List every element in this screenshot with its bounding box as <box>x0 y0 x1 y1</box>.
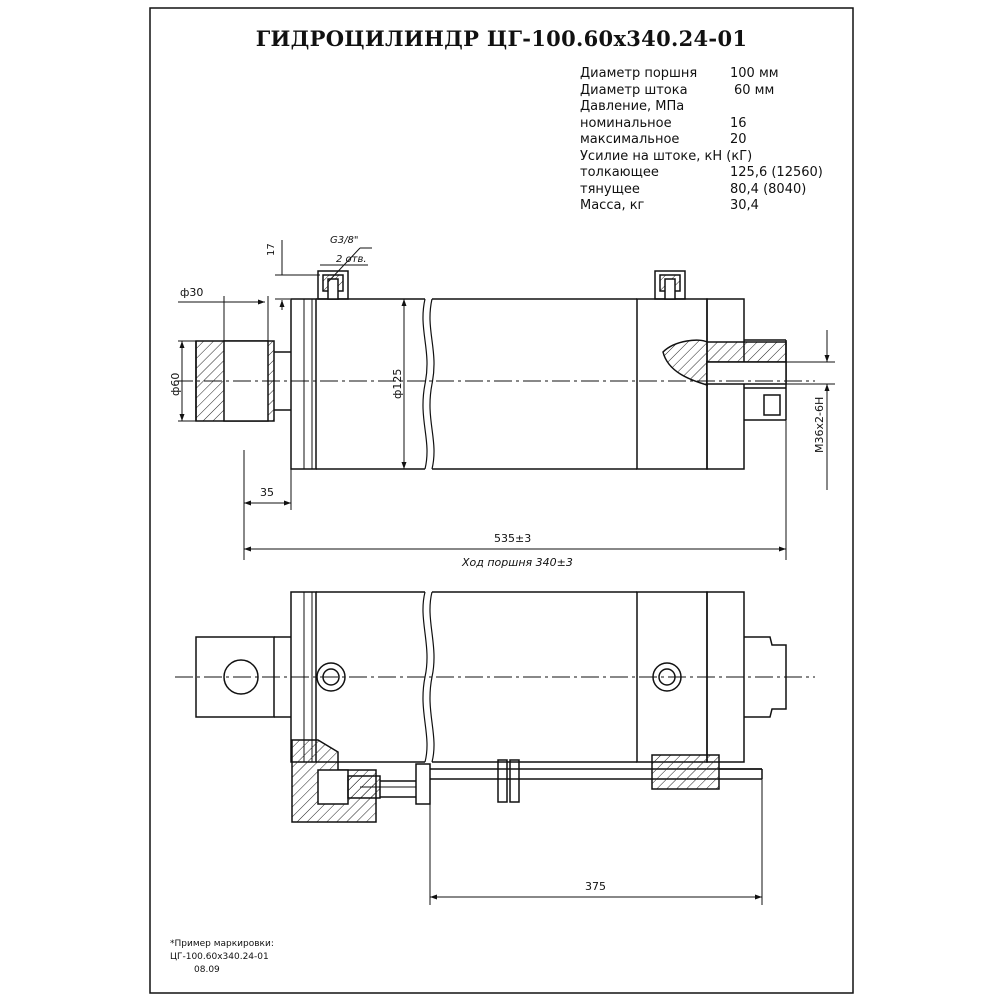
spec-value: 20 <box>730 132 747 147</box>
spec-label: Давление, МПа <box>580 99 685 114</box>
eye-offset-label: 35 <box>260 486 274 499</box>
cylinder-barrel <box>316 298 637 470</box>
eye-diameter-label: ф60 <box>169 373 182 396</box>
spec-label: Усилие на штоке, кН (кГ) <box>580 148 753 164</box>
marking-note-heading: *Пример маркировки: <box>170 939 274 949</box>
marking-note-date: 08.09 <box>194 965 220 975</box>
body-diameter-label: ф125 <box>391 369 404 399</box>
rod-thread-label: M36х2-6H <box>813 397 826 453</box>
spec-label: толкающее <box>580 165 659 180</box>
spec-label: Диаметр штока <box>580 82 688 98</box>
top-dimensions <box>178 240 835 560</box>
drawing-title: ГИДРОЦИЛИНДР ЦГ-100.60х340.24-01 <box>255 26 748 51</box>
spec-value: 60 мм <box>734 82 775 98</box>
spec-label: Масса, кг <box>580 198 645 213</box>
bottom-view <box>195 591 787 823</box>
spec-label: номинальное <box>580 115 672 131</box>
spec-value: 125,6 (12560) <box>730 165 823 180</box>
overall-length-label: 535±3 <box>494 532 531 545</box>
pin-diameter-label: ф30 <box>180 286 203 299</box>
port-count-label: 2 отв. <box>336 254 367 265</box>
spec-label: тянущее <box>580 181 640 197</box>
marking-note-code: ЦГ-100.60х340.24-01 <box>170 952 269 962</box>
spec-value: 80,4 (8040) <box>730 181 807 197</box>
stroke-label: Ход поршня 340±3 <box>461 556 573 569</box>
port-height-label: 17 <box>266 243 277 256</box>
sheet-border <box>149 7 854 994</box>
port-thread-label: G3/8" <box>330 235 358 246</box>
spec-label: максимальное <box>580 132 680 147</box>
spec-label: Диаметр поршня <box>580 66 698 81</box>
spec-value: 100 мм <box>730 66 779 81</box>
spec-value: 30,4 <box>730 198 759 213</box>
top-dim-labels: G3/8" 2 отв. 17 ф30 ф60 ф125 M36х2-6H 35… <box>169 235 826 569</box>
bottom-dimensions <box>429 779 763 905</box>
front-cap <box>636 298 708 470</box>
tube-length-label: 375 <box>585 880 606 893</box>
spec-value: 16 <box>730 115 747 131</box>
marking-note: *Пример маркировки: ЦГ-100.60х340.24-01 … <box>170 938 274 977</box>
top-view <box>195 270 787 470</box>
